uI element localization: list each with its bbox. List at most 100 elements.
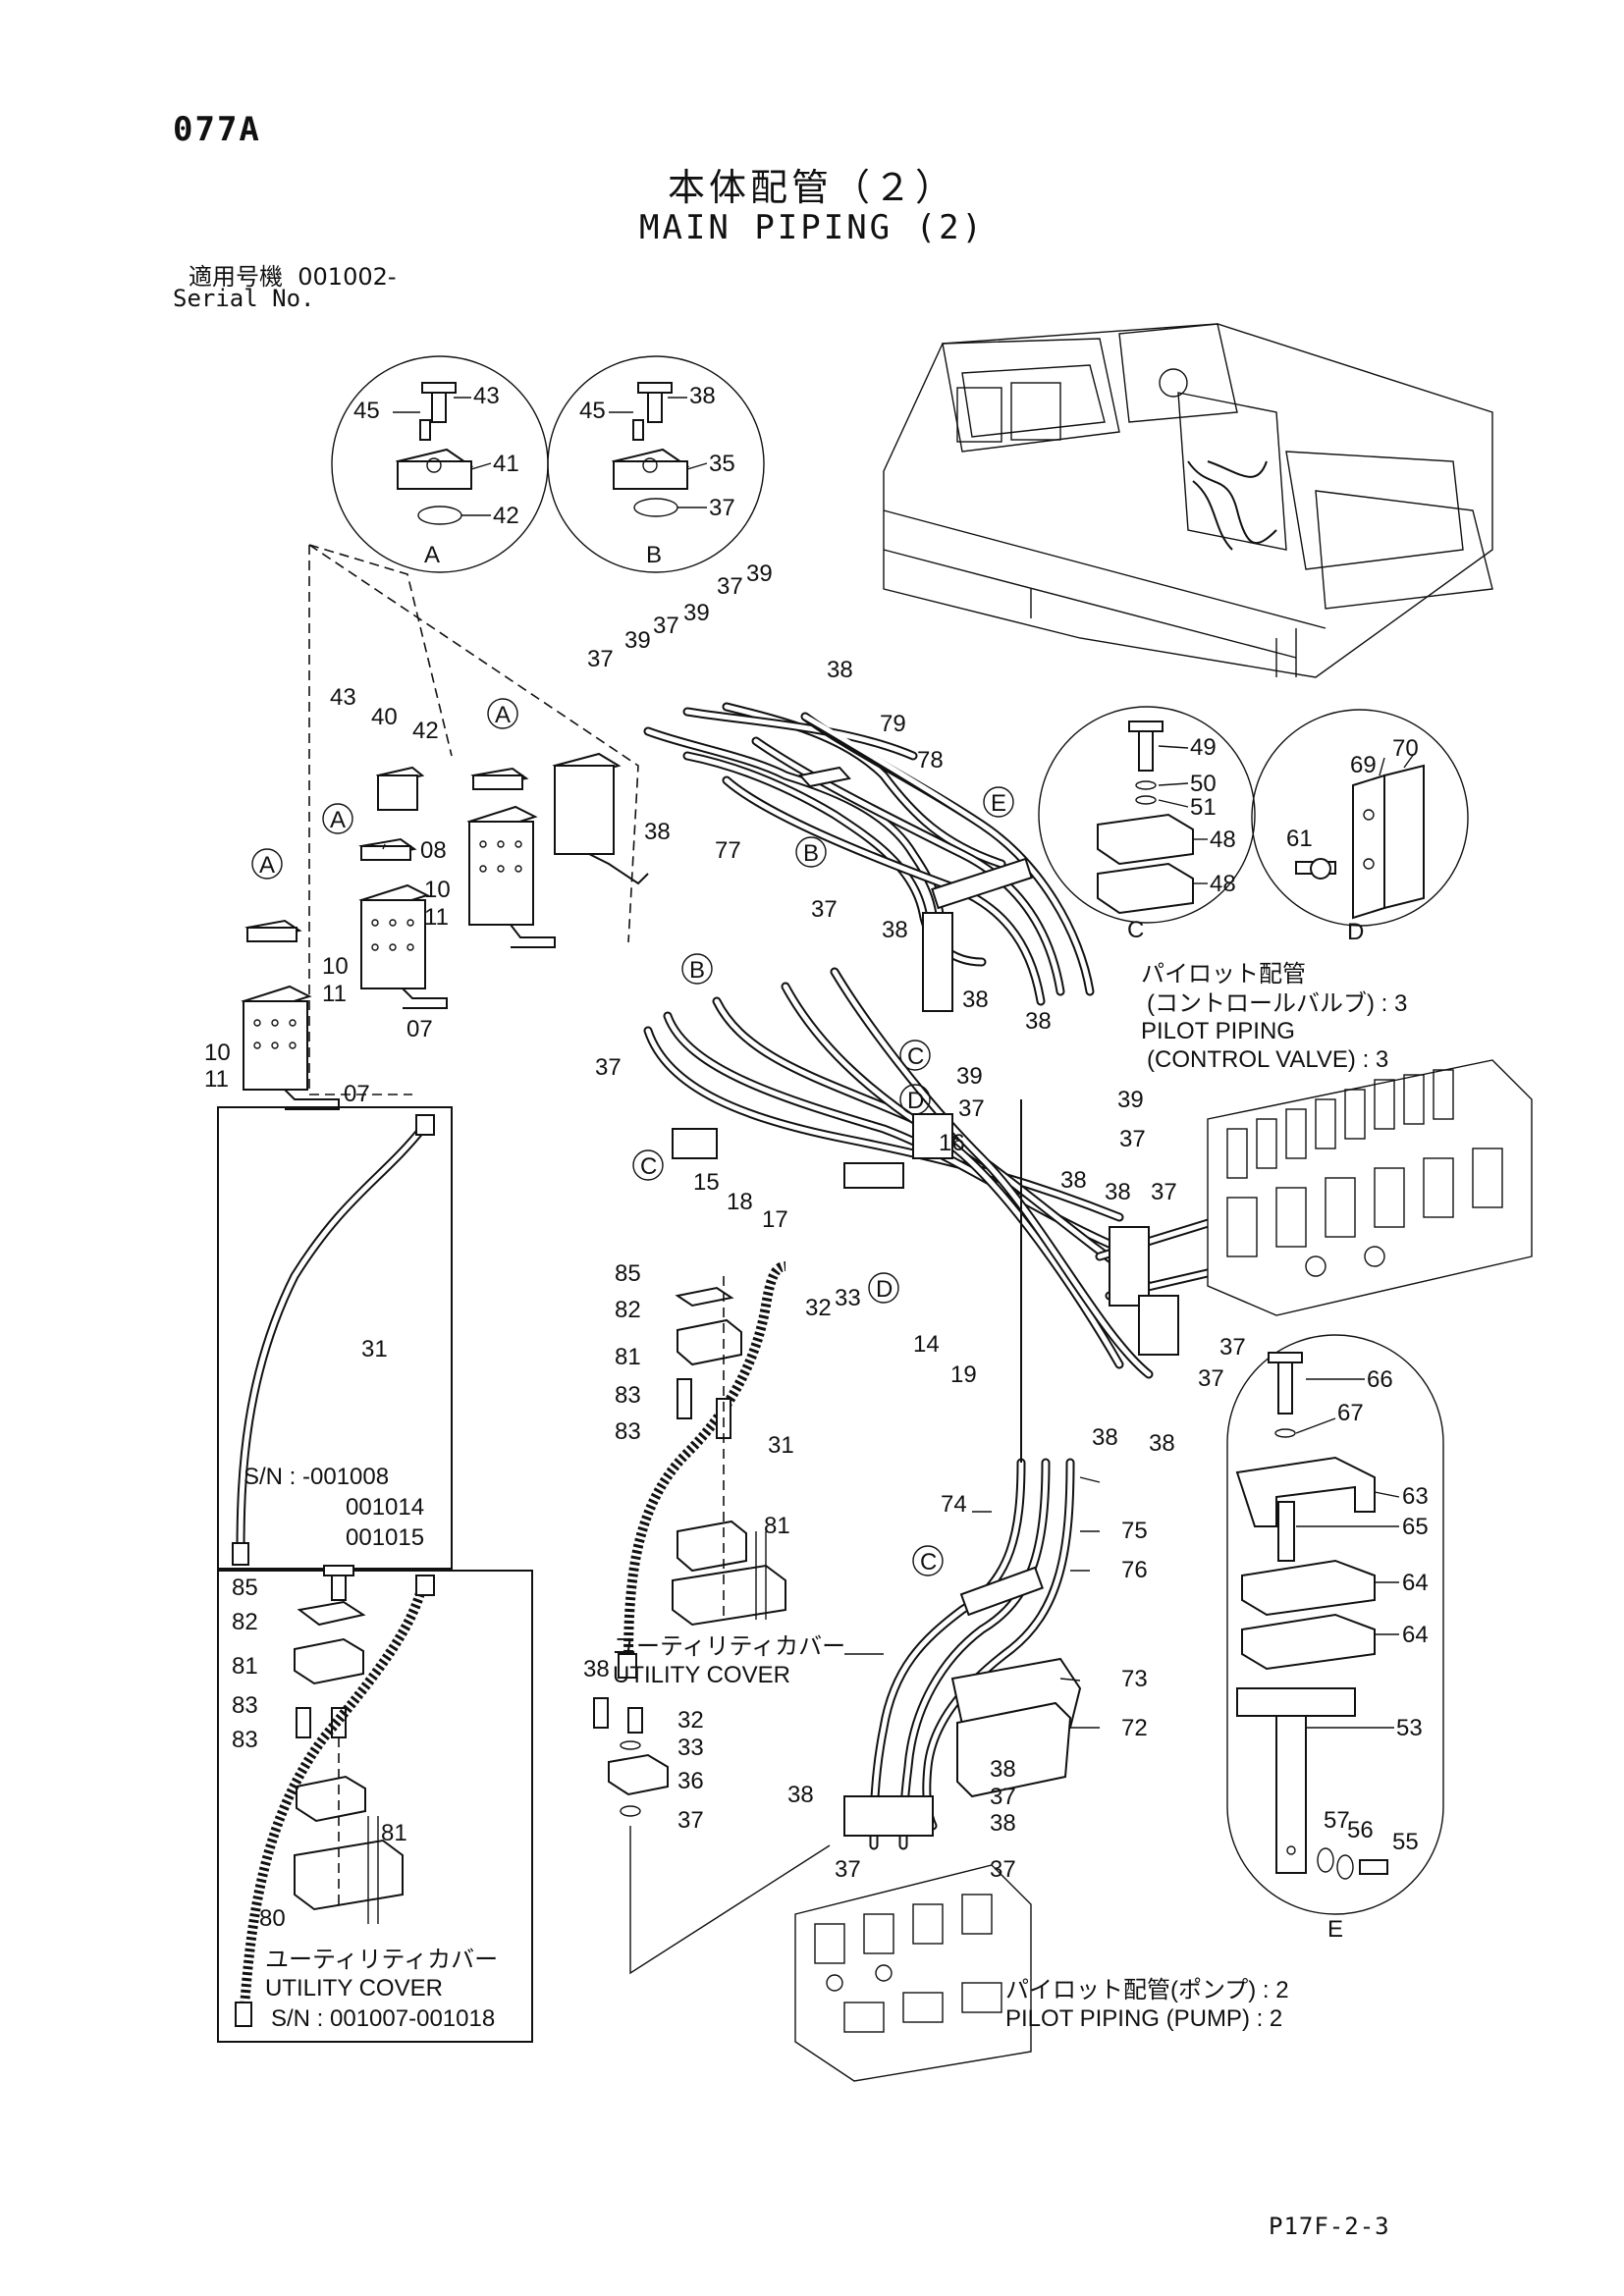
callout-pump-76: 76 — [1121, 1557, 1148, 1583]
callout-bracket-10a: 10 — [424, 877, 451, 903]
callout-inset-upper-31: 31 — [361, 1336, 388, 1362]
callout-inset-85: 85 — [232, 1575, 258, 1601]
callout-d-61: 61 — [1286, 826, 1313, 852]
callout-e-53: 53 — [1396, 1715, 1423, 1741]
callout-bracket-11b: 11 — [322, 981, 347, 1007]
callout-inset-80: 80 — [259, 1905, 286, 1932]
letter-marker-a2-text: A — [330, 807, 346, 833]
callout-pilot-37j: 37 — [1198, 1365, 1224, 1392]
callout-pump-74: 74 — [941, 1491, 967, 1518]
note-inset-lower-en: UTILITY COVER — [265, 1975, 443, 2002]
bracket-plate — [956, 1701, 1072, 1798]
note-inset-upper-sn3: 001015 — [346, 1524, 424, 1551]
serial-label-en: Serial No. — [173, 285, 315, 312]
callout-pilot-38h: 38 — [1149, 1430, 1175, 1457]
detail-e — [1226, 1334, 1444, 1915]
callout-a-45: 45 — [353, 398, 380, 424]
note-pilot-cv-jp2: (コントロールバルブ) : 3 — [1147, 990, 1407, 1017]
serial-label-jp: 適用号機 001002- — [189, 257, 397, 292]
callout-util-38: 38 — [583, 1656, 610, 1682]
callout-d-69: 69 — [1350, 752, 1377, 778]
callout-pump-38b: 38 — [787, 1782, 814, 1808]
callout-pump-72: 72 — [1121, 1715, 1148, 1741]
note-utility-en: UTILITY COVER — [613, 1662, 790, 1688]
letter-marker-d2-text: D — [876, 1276, 893, 1303]
callout-d-70: 70 — [1392, 735, 1419, 762]
callout-pilot-33: 33 — [835, 1285, 861, 1311]
callout-pump-37b: 37 — [835, 1856, 861, 1883]
callout-pilot-39b: 39 — [683, 600, 710, 626]
callout-pilot-37b: 37 — [653, 613, 679, 639]
callout-bracket-11c: 11 — [204, 1066, 229, 1093]
callout-util-31: 31 — [768, 1432, 794, 1459]
callout-pump-38a: 38 — [990, 1756, 1016, 1783]
callout-e-64b: 64 — [1402, 1622, 1429, 1648]
letter-marker-c2-text: C — [640, 1153, 657, 1180]
callout-e-57: 57 — [1324, 1807, 1350, 1834]
letter-marker-e1-text: E — [991, 790, 1006, 817]
callout-bracket-10c: 10 — [204, 1040, 231, 1066]
letter-marker-a1-text: A — [495, 702, 511, 728]
callout-pilot-16: 16 — [939, 1130, 965, 1156]
callout-pilot-38a: 38 — [827, 657, 853, 683]
callout-e-67: 67 — [1337, 1400, 1364, 1426]
note-inset-lower-jp: ユーティリティカバー — [265, 1947, 498, 1973]
letter-marker-c3-text: C — [920, 1549, 937, 1575]
callout-pilot-38c: 38 — [882, 917, 908, 943]
control-valve — [1207, 1059, 1533, 1316]
letter-marker-a2: A — [322, 803, 353, 834]
note-pilot-cv-en2: (CONTROL VALVE) : 3 — [1147, 1046, 1388, 1073]
callout-bracket-10b: 10 — [322, 953, 349, 980]
utility-cover-parts — [593, 1276, 831, 1975]
pipe-clamps — [672, 766, 1179, 1837]
callout-util-81b: 81 — [764, 1513, 790, 1539]
callout-inset-83a: 83 — [232, 1692, 258, 1719]
letter-marker-c3: C — [912, 1545, 944, 1576]
callout-inset-81b: 81 — [381, 1820, 407, 1846]
callout-util-85: 85 — [615, 1260, 641, 1287]
letter-marker-c1: C — [899, 1040, 931, 1071]
callout-a-41: 41 — [493, 451, 519, 477]
note-pilot-pump-en: PILOT PIPING (PUMP) : 2 — [1005, 2005, 1282, 2032]
detail-c — [1038, 706, 1256, 924]
letter-marker-b1-text: B — [803, 840, 819, 867]
callout-c-50: 50 — [1190, 771, 1217, 797]
page-code: 077A — [173, 110, 261, 149]
utility-hose — [623, 1261, 786, 1660]
callout-pilot-17: 17 — [762, 1206, 788, 1233]
callout-c-51: 51 — [1190, 794, 1217, 821]
callout-bracket-08: 08 — [420, 837, 447, 864]
note-inset-upper-sn1: S/N : -001008 — [244, 1464, 389, 1490]
note-pilot-pump-jp: パイロット配管(ポンプ) : 2 — [1005, 1977, 1289, 2003]
leader-lines — [382, 843, 1101, 1729]
callout-pilot-38f: 38 — [1105, 1179, 1131, 1205]
callout-pilot-78: 78 — [917, 747, 944, 774]
note-pilot-cv-jp: パイロット配管 — [1141, 961, 1306, 988]
callout-c-48b: 48 — [1210, 871, 1236, 897]
letter-marker-c1-text: C — [907, 1043, 924, 1070]
callout-pilot-37h: 37 — [1151, 1179, 1177, 1205]
detail-b-letter: B — [646, 542, 662, 568]
callout-bracket-07b: 07 — [344, 1081, 370, 1107]
callout-pilot-38d: 38 — [962, 987, 989, 1013]
callout-util-32: 32 — [677, 1707, 704, 1734]
detail-a-letter: A — [424, 542, 440, 568]
machine-overview-drawing — [883, 323, 1493, 678]
callout-e-63: 63 — [1402, 1483, 1429, 1510]
callout-pump-38c: 38 — [990, 1810, 1016, 1837]
callout-e-66: 66 — [1367, 1366, 1393, 1393]
callout-util-33: 33 — [677, 1735, 704, 1761]
callout-util-82: 82 — [615, 1297, 641, 1323]
inset-lower-parts — [294, 1565, 404, 1924]
letter-marker-b2: B — [681, 953, 713, 985]
page-title-jp: 本体配管（２） — [667, 166, 956, 209]
mounting-brackets — [241, 752, 649, 1110]
callout-b-38: 38 — [689, 383, 716, 409]
inset-lower-frame — [217, 1570, 533, 2043]
callout-pilot-37i: 37 — [1219, 1334, 1246, 1361]
page-title-en: MAIN PIPING (2) — [638, 208, 986, 247]
callout-bracket-43: 43 — [330, 684, 356, 711]
note-inset-lower-sn: S/N : 001007-001018 — [271, 2005, 495, 2032]
detail-b — [547, 355, 765, 573]
letter-marker-a1: A — [487, 698, 518, 729]
